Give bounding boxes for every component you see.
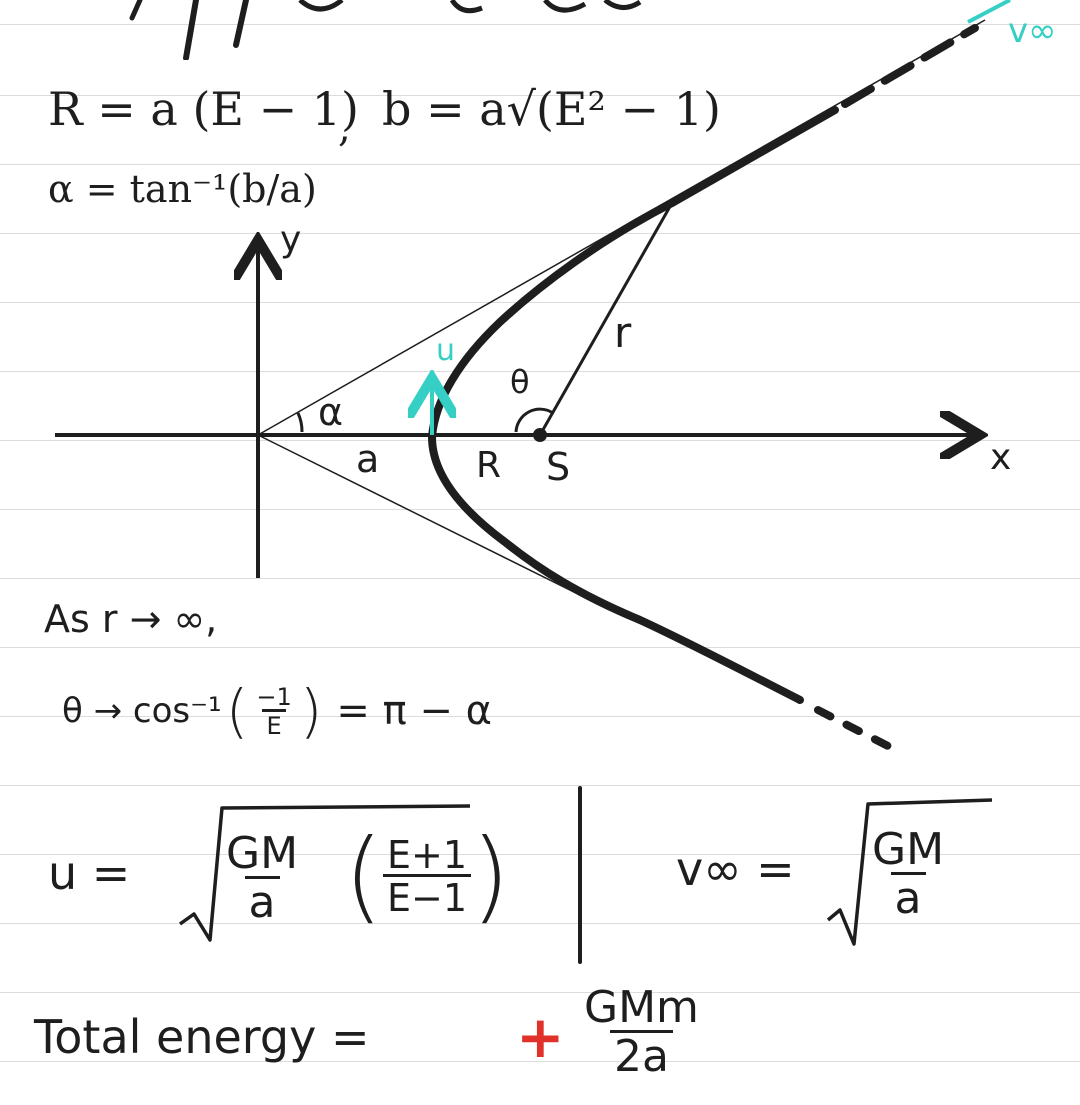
- ruled-line: [0, 992, 1080, 993]
- ruled-line: [0, 95, 1080, 96]
- limit-statement: As r → ∞,: [44, 597, 218, 641]
- radius-line: [538, 202, 674, 436]
- focus-S-label: S: [546, 445, 571, 489]
- limit-fraction: −1 E: [252, 685, 295, 738]
- u-a: a: [244, 876, 280, 925]
- v-inf-sqrt-sign: [826, 798, 993, 946]
- alpha-arc: [296, 412, 304, 433]
- cut-off-heading-strokes: [129, 0, 642, 60]
- u-velocity-label: u: [436, 333, 456, 368]
- segment-a-label: a: [356, 437, 380, 481]
- v-inf-gm-over-a: GM a: [868, 828, 948, 921]
- total-energy-fraction: GMm 2a: [580, 986, 703, 1079]
- segment-R-label: R: [476, 445, 502, 486]
- v-inf-formula-lhs: v∞ =: [676, 842, 795, 896]
- ruled-line: [0, 854, 1080, 855]
- u-e-plus: E+1: [387, 832, 468, 877]
- v-inf-label: v∞: [1008, 11, 1057, 51]
- total-energy-num: GMm: [584, 982, 699, 1033]
- theta-limit-result: = π − α: [336, 688, 492, 734]
- alpha-label: α: [318, 390, 344, 434]
- hyperbola-lower-dashes: [814, 706, 892, 750]
- ruled-line: [0, 1061, 1080, 1062]
- theta-limit: θ → cos⁻¹ ( −1 E ) = π − α: [62, 682, 492, 740]
- v-inf-velocity-arrow: [967, 0, 1011, 24]
- focus-point: [533, 428, 547, 442]
- y-axis-label: y: [280, 219, 302, 260]
- ruled-line: [0, 302, 1080, 303]
- paren-close: ): [299, 677, 323, 745]
- u-gm-over-a: GM a: [222, 832, 302, 925]
- ruled-line: [0, 716, 1080, 717]
- ruled-line: [0, 578, 1080, 579]
- formula-divider: [578, 786, 582, 964]
- hyperbola-upper-tail: [668, 106, 839, 207]
- limit-fraction-den: E: [262, 708, 286, 738]
- total-energy-label: Total energy =: [34, 1010, 370, 1064]
- ruled-line: [0, 647, 1080, 648]
- asymptote-lower: [257, 434, 601, 606]
- ruled-line: [0, 164, 1080, 165]
- radius-r-label: r: [614, 308, 632, 357]
- ruled-line: [0, 509, 1080, 510]
- hyperbola-curve: [427, 199, 804, 704]
- u-gm: GM: [226, 828, 299, 879]
- relation-alpha: α = tan⁻¹(b/a): [48, 167, 317, 211]
- total-energy-fraction-wrap: GMm 2a: [580, 986, 703, 1079]
- ruled-line: [0, 233, 1080, 234]
- u-energy-fraction: E+1 E−1: [383, 832, 472, 917]
- theta-limit-lhs: θ → cos⁻¹: [62, 691, 222, 731]
- paren-close-u: ): [471, 817, 511, 934]
- u-formula-lhs: u =: [48, 846, 131, 900]
- ruled-line: [0, 24, 1080, 25]
- u-e-minus: E−1: [383, 873, 472, 917]
- u-gm-fraction: GM a: [222, 832, 302, 925]
- hyperbola-upper-dashes: [841, 24, 979, 108]
- relation-separator: ,: [338, 105, 351, 151]
- ruled-line: [0, 785, 1080, 786]
- v-inf-fraction: GM a: [868, 828, 948, 921]
- theta-label: θ: [510, 363, 530, 401]
- paren-open: (: [225, 677, 249, 745]
- ruled-line: [0, 923, 1080, 924]
- v-inf-gm: GM: [872, 824, 945, 875]
- ruled-line: [0, 371, 1080, 372]
- paren-open-u: (: [344, 817, 384, 934]
- limit-fraction-num: −1: [256, 682, 292, 711]
- u-energy-factor: ( E+1 E−1 ): [344, 826, 510, 926]
- total-energy-den: 2a: [609, 1030, 673, 1079]
- v-inf-a: a: [890, 872, 926, 921]
- theta-arc: [514, 407, 554, 433]
- total-energy-sign: +: [516, 1003, 565, 1071]
- relation-b: b = a√(E² − 1): [382, 82, 721, 136]
- u-sqrt-sign: [178, 804, 471, 942]
- x-axis-label: x: [990, 437, 1012, 478]
- relation-R: R = a (E − 1): [48, 82, 359, 136]
